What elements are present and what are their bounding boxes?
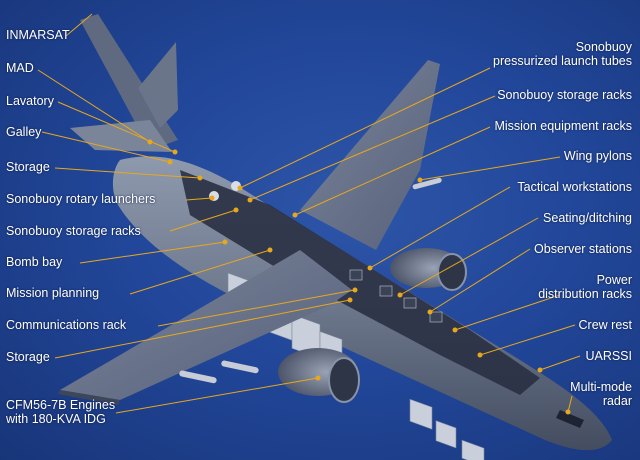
label-mission-equipment-racks: Mission equipment racks	[494, 119, 632, 133]
label-seating-ditching: Seating/ditching	[543, 211, 632, 225]
label-sonobuoy-pressurized-launch-tubes: Sonobuoy pressurized launch tubes	[493, 40, 632, 68]
label-storage-fwd: Storage	[6, 350, 50, 364]
label-power-distribution-racks: Power distribution racks	[538, 273, 632, 301]
label-mad: MAD	[6, 61, 34, 75]
horizontal-stabilizer-left	[70, 120, 172, 152]
label-storage-aft: Storage	[6, 160, 50, 174]
left-wing-edge	[58, 390, 120, 405]
right-engine	[390, 248, 467, 291]
label-communications-rack: Communications rack	[6, 318, 127, 332]
label-mission-planning: Mission planning	[6, 286, 100, 300]
label-sonobuoy-rotary-launchers: Sonobuoy rotary launchers	[6, 192, 156, 206]
label-bomb-bay: Bomb bay	[6, 255, 63, 269]
label-wing-pylons: Wing pylons	[563, 149, 632, 163]
horizontal-stabilizer-upper	[138, 42, 178, 128]
cabin-cutaway	[180, 170, 540, 395]
label-tactical-workstations: Tactical workstations	[517, 180, 632, 194]
right-wing	[300, 60, 440, 250]
cockpit-windows	[556, 410, 584, 428]
label-inmarsat: INMARSAT	[6, 28, 70, 42]
leader-lines	[37, 13, 581, 414]
left-engine	[278, 348, 360, 403]
label-crew-rest: Crew rest	[578, 318, 632, 332]
label-lavatory: Lavatory	[6, 94, 54, 108]
label-sonobuoy-storage-racks-right: Sonobuoy storage racks	[497, 88, 632, 102]
label-uarssi: UARSSI	[585, 349, 632, 363]
leader-dots	[147, 139, 571, 415]
workstations	[349, 269, 443, 323]
label-multi-mode-radar: Multi-mode radar	[570, 380, 632, 408]
wing-stores	[179, 177, 442, 384]
label-sonobuoy-storage-racks-left: Sonobuoy storage racks	[6, 224, 141, 238]
left-wing	[60, 250, 352, 400]
label-observer-stations: Observer stations	[534, 242, 632, 256]
label-galley: Galley	[6, 125, 42, 139]
label-cfm56-engines: CFM56-7B Engines with 180-KVA IDG	[6, 398, 116, 426]
